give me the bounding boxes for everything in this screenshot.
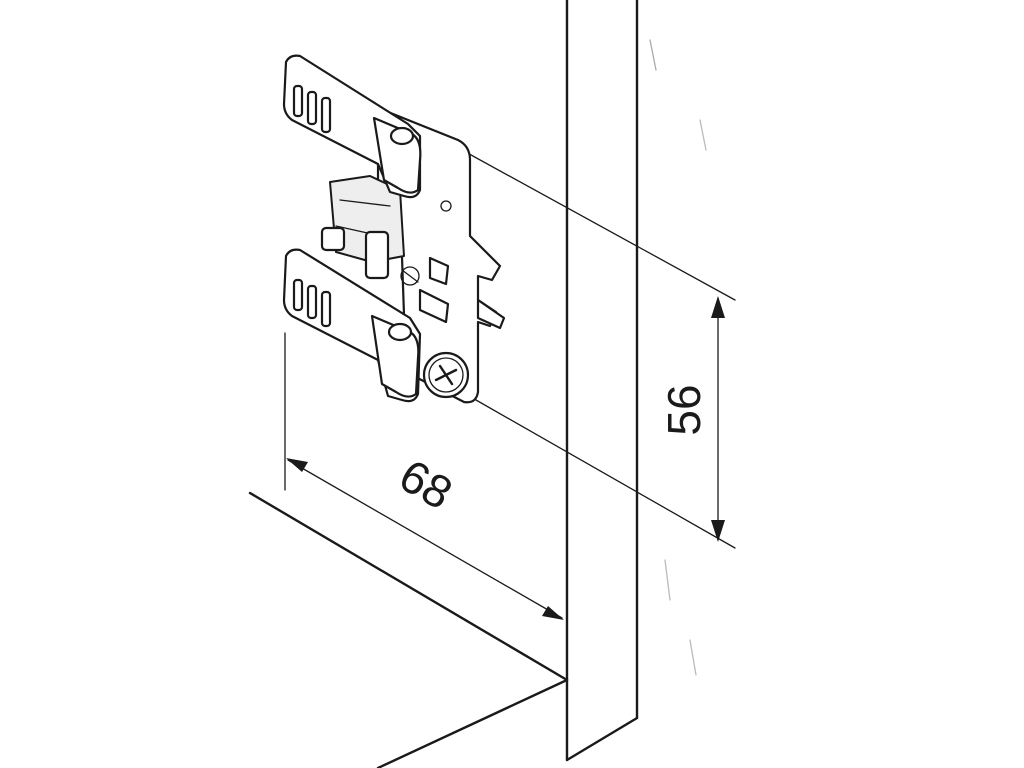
arrowhead-right <box>542 606 564 620</box>
arrowhead-left <box>286 458 308 472</box>
adjust-screw-icon <box>400 266 420 286</box>
arrowhead-top <box>711 296 725 318</box>
panel-texture <box>649 39 707 676</box>
cabinet-side-panel <box>565 0 707 762</box>
lower-clip-arm <box>282 248 422 403</box>
pin-icon <box>320 226 346 252</box>
grip-ridges-upper <box>292 84 332 134</box>
mounting-screw-icon <box>422 351 470 399</box>
dimension-56: 56 <box>658 296 725 542</box>
extension-lines <box>284 149 736 549</box>
dimension-68: 68 <box>286 449 564 620</box>
upper-clip-arm <box>282 54 422 199</box>
arrowhead-bottom <box>711 520 725 542</box>
dimension-label-56: 56 <box>658 384 710 435</box>
plate-hole-icon <box>440 200 452 212</box>
dimension-label-68: 68 <box>391 449 461 520</box>
cabinet-bottom-panel <box>248 491 569 768</box>
grip-ridges-lower <box>292 278 332 328</box>
